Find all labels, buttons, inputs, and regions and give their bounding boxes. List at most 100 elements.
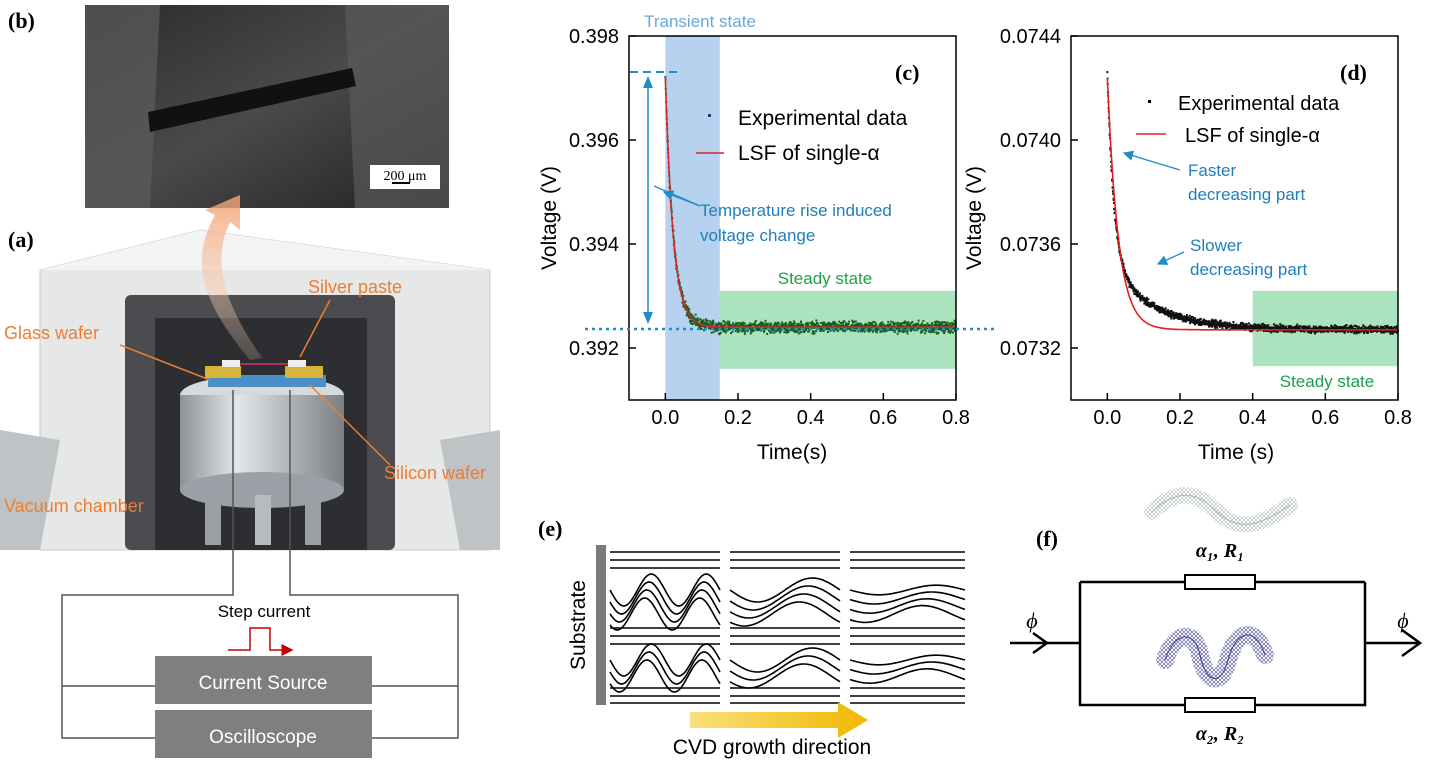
x-tick-label: 0.2 [724,407,752,429]
y-axis-label-d: Voltage (V) [963,166,986,270]
data-point [1211,318,1214,321]
data-point [871,330,874,333]
data-point [1323,326,1326,329]
data-point [860,323,863,326]
data-point [1175,312,1178,315]
data-point [932,329,935,332]
data-point [1375,326,1378,329]
data-point [875,331,878,334]
data-point [1233,327,1236,330]
data-point [1366,327,1369,330]
data-point [843,320,846,323]
data-point [1357,325,1360,328]
data-point [1176,313,1179,316]
data-point [1356,325,1359,328]
wire-left-branch [1078,582,1185,707]
data-point [765,324,768,327]
data-point [860,330,863,333]
data-point [690,313,693,316]
leader-faster [1122,150,1181,171]
data-point [707,322,710,325]
data-point [1136,292,1139,295]
data-point [736,324,739,327]
data-point [940,329,943,332]
data-point [1181,315,1184,318]
data-point [1132,286,1135,289]
data-point [940,327,943,330]
data-point [920,322,923,325]
data-point [1303,330,1306,333]
data-point [1330,326,1333,329]
x-tick-label: 0.4 [797,407,825,429]
data-point [1173,317,1176,320]
data-point [1179,312,1182,315]
data-point [696,317,699,320]
data-point [799,328,802,331]
data-point [726,321,729,324]
data-point [1180,313,1183,316]
data-point [899,330,902,333]
data-point [1380,331,1383,334]
data-point [1307,327,1310,330]
graphene-layer-line [609,581,721,615]
data-point [1314,332,1317,335]
data-point [830,324,833,327]
data-point [944,322,947,325]
data-point [1322,330,1325,333]
data-point [1160,308,1163,311]
data-point [764,319,767,322]
data-point [1335,330,1338,333]
data-point [1133,287,1136,290]
data-point [820,321,823,324]
data-point [946,321,949,324]
data-point [1258,327,1261,330]
plot-frame-d [1070,35,1399,401]
resistor-r2 [1184,697,1256,713]
data-point [940,321,943,324]
data-point [1110,168,1113,171]
data-point [1164,311,1167,314]
data-point [1396,325,1399,328]
data-point [758,324,761,327]
data-point [947,329,950,332]
data-point [1207,320,1210,323]
data-point [1253,327,1256,330]
data-point [715,330,718,333]
data-point [897,323,900,326]
x-tick-label: 0.2 [1166,407,1194,429]
data-point [782,324,785,327]
data-point [1254,323,1257,326]
data-point [731,330,734,333]
data-point [921,324,924,327]
data-point [1271,326,1274,329]
data-point [1209,324,1212,327]
data-point [934,322,937,325]
data-point [841,324,844,327]
data-point [1310,330,1313,333]
data-point [923,332,926,335]
data-point [1193,319,1196,322]
panel-a: (a) Silver paste Glass wafer Silicon waf… [0,195,500,758]
data-point [815,319,818,322]
data-point [738,322,741,325]
data-point [832,322,835,325]
data-point [749,322,752,325]
data-point [1392,327,1395,330]
data-point [796,323,799,326]
data-point [770,323,773,326]
data-point [811,332,814,335]
data-point [1151,301,1154,304]
data-point [905,321,908,324]
data-point [710,321,713,324]
data-point [693,321,696,324]
data-point [770,331,773,334]
data-point [941,324,944,327]
data-point [797,329,800,332]
data-point [1278,326,1281,329]
data-point [1188,318,1191,321]
data-point [1343,331,1346,334]
wire-right [289,390,459,739]
